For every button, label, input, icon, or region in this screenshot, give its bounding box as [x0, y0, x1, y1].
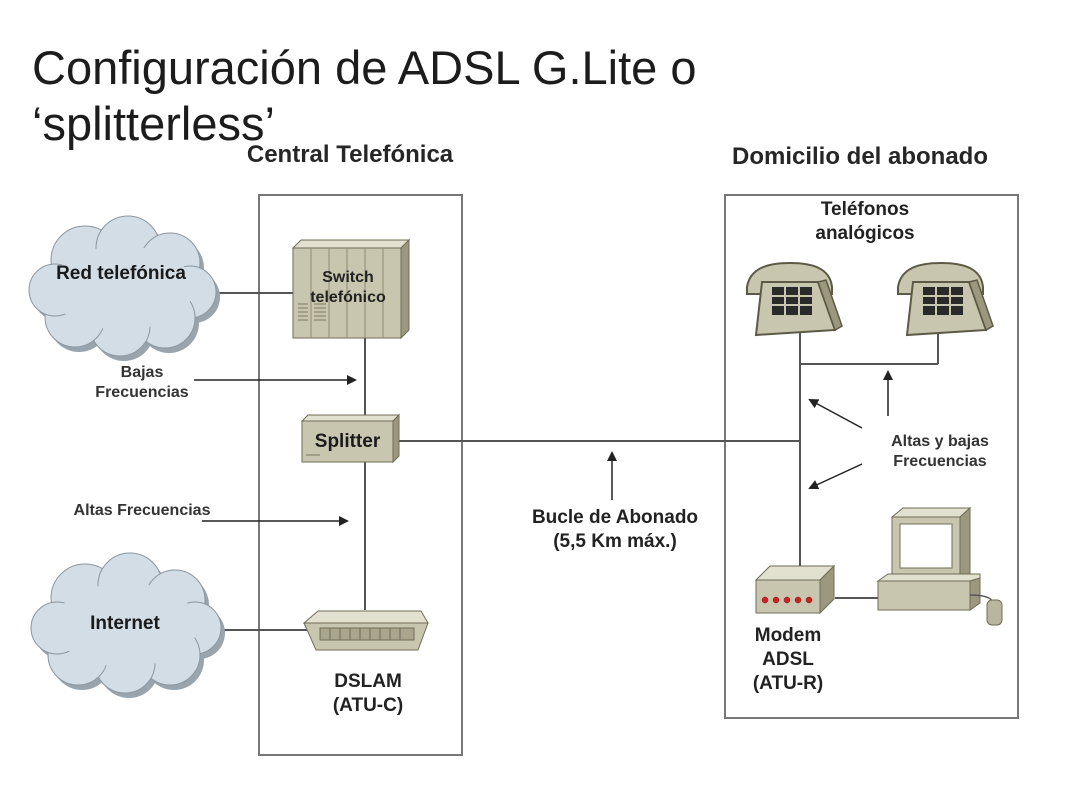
telephone-icon-1: [746, 261, 843, 337]
bajas-frecuencias-label: Bajas Frecuencias: [95, 364, 189, 401]
splitter-label: Splitter: [314, 431, 381, 452]
switch-icon: [291, 238, 411, 340]
central-box: [258, 194, 463, 756]
central-telefonica-label: Central Telefónica: [246, 141, 454, 168]
computer-icon: [876, 506, 1003, 626]
arrow-diag-2: [808, 463, 863, 490]
cloud-internet: [30, 552, 225, 698]
arrow-diag-1: [808, 399, 863, 429]
dslam-icon: [302, 610, 429, 651]
connection-lines: [205, 292, 939, 631]
altas-frecuencias-label: Altas Frecuencias: [73, 502, 211, 519]
splitter-icon: [300, 413, 401, 464]
altas-bajas-frecuencias-label: Altas y bajas Frecuencias: [891, 433, 989, 470]
domicilio-box: [724, 194, 1019, 719]
domicilio-abonado-label: Domicilio del abonado: [731, 143, 989, 170]
modem-label: Modem ADSL (ATU-R): [752, 625, 824, 694]
switch-label: Switch telefónico: [310, 269, 386, 306]
dslam-label: DSLAM (ATU-C): [332, 671, 404, 716]
arrows: [194, 370, 893, 526]
cloud-red-telefonica: [28, 215, 220, 361]
modem-icon: [754, 564, 836, 615]
page-title: Configuración de ADSL G.Lite o ‘splitter…: [32, 41, 697, 150]
telefonos-analogicos-label: Teléfonos analógicos: [815, 199, 915, 244]
internet-label: Internet: [90, 613, 160, 634]
telephone-icon-2: [897, 261, 994, 337]
red-telefonica-label: Red telefónica: [56, 263, 186, 284]
bucle-abonado-label: Bucle de Abonado (5,5 Km máx.): [531, 507, 699, 552]
